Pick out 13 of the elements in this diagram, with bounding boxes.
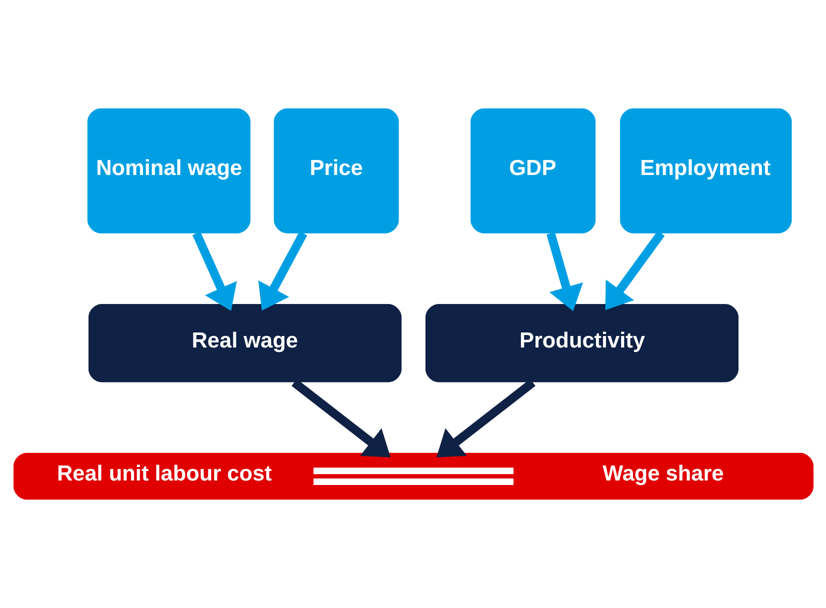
node-box: Real unit labour cost Wage share <box>13 452 813 500</box>
node-box: Real wage <box>88 304 402 382</box>
node-box: GDP <box>470 108 596 234</box>
arrow <box>436 379 535 458</box>
node-box: Employment <box>620 108 792 234</box>
node-box: Price <box>273 108 398 234</box>
arrow <box>604 230 664 310</box>
arrow <box>192 232 236 311</box>
arrow <box>546 232 583 312</box>
arrow <box>291 379 390 458</box>
node-box: Productivity <box>424 304 738 382</box>
node-box: Nominal wage <box>86 108 250 234</box>
arrow <box>258 231 307 311</box>
